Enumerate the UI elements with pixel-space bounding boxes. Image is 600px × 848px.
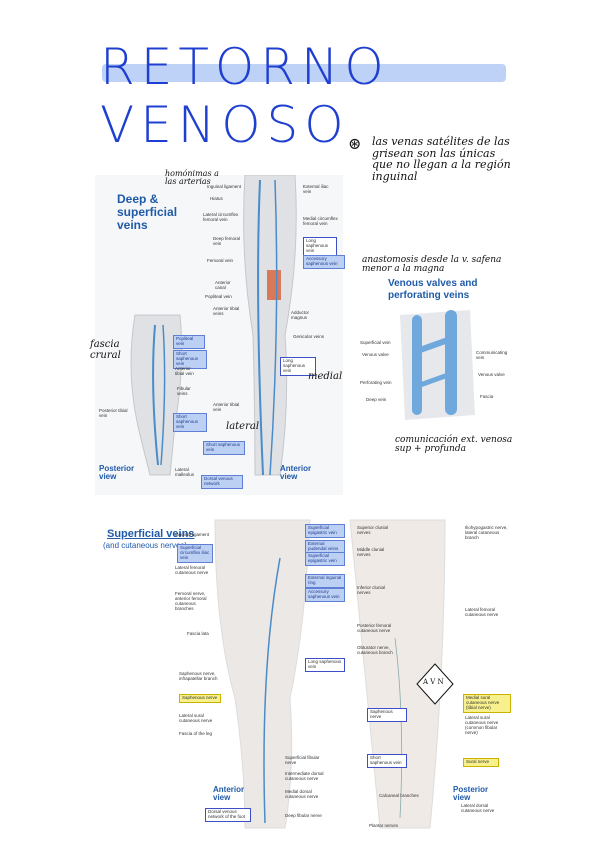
label: Hiatus: [210, 196, 223, 201]
box-short-saphenous: Short saphenous vein: [203, 441, 245, 455]
label: Popliteal vein: [205, 294, 232, 299]
label: Lateral circumflex femoral vein: [203, 212, 239, 222]
label: Medial circumflex femoral vein: [303, 216, 338, 226]
legs-illustration: [130, 175, 297, 476]
box-short-saphenous-post2: Short saphenous vein: [173, 413, 207, 432]
label: Plantar nerves: [369, 823, 399, 828]
label: Superficial circumflex iliac vein: [177, 544, 213, 563]
note-communicating: comunicación ext. venosa sup + profunda: [395, 435, 513, 455]
label: Deep fibular nerve: [285, 813, 322, 818]
label: Superficial fibular nerve: [285, 755, 320, 765]
note-lateral: lateral: [226, 421, 260, 432]
label: Inguinal ligament: [175, 532, 210, 537]
label: Genicular veins: [293, 334, 325, 339]
label: Fibular veins: [177, 386, 191, 396]
label: Fascia of the leg: [179, 731, 213, 736]
box-long-saphenous-2: Long saphenous vein: [280, 357, 316, 376]
note-satellites: las venas satélites de las grisean son l…: [372, 135, 511, 183]
figure3-posterior-view: Posterior view: [453, 785, 489, 803]
label: Femoral vein: [207, 258, 234, 263]
label: Inferior clunial nerves: [357, 585, 386, 595]
label: Anterior tibial vein: [175, 366, 194, 376]
label: Accessory saphenous vein: [305, 588, 345, 602]
label: Dorsal venous network of the foot: [205, 808, 251, 822]
label: Superficial epigastric vein: [305, 524, 345, 538]
note-medial: medial: [308, 371, 343, 382]
valves-figure: Superficial vein Venous valve Perforatin…: [360, 305, 510, 425]
label: External inguinal ring: [305, 574, 345, 588]
label: Lateral femoral cutaneous nerve: [175, 565, 209, 575]
page-title: RETORNO VENOSO: [100, 38, 510, 154]
label: Obturator nerve, cutaneous branch: [357, 645, 393, 655]
label: Lateral sural cutaneous nerve (common fi…: [465, 715, 499, 735]
label: Medial sural cutaneous nerve (tibial ner…: [463, 694, 511, 713]
label: Venous valve: [362, 352, 389, 357]
label: Lateral sural cutaneous nerve: [179, 713, 213, 723]
label: Medial dorsal cutaneous nerve: [285, 789, 319, 799]
note-avn: A V N: [423, 678, 444, 686]
figure3-title: Superficial veins: [107, 528, 195, 540]
label: Inguinal ligament: [207, 184, 242, 189]
note-fascia: fascia crural: [90, 339, 121, 361]
label: Intermediate dorsal cutaneous nerve: [285, 771, 324, 781]
note-homonimas: homónimas a las arterias: [165, 169, 219, 187]
label: Saphenous nerve, infrapatellar branch: [179, 671, 218, 681]
label: Communicating vein: [476, 350, 508, 360]
valves-illustration: [400, 310, 475, 420]
label: Perforating vein: [360, 380, 392, 385]
label: Adductor magnus: [291, 310, 310, 320]
superficial-illustration: [214, 519, 454, 829]
label: Deep vein: [366, 397, 387, 402]
note-asterisk-icon: ⊛: [348, 134, 362, 153]
label: Deep femoral vein: [213, 236, 241, 246]
label: Saphenous nerve: [367, 708, 407, 722]
label: Fascia: [480, 394, 494, 399]
figure1-posterior-view: Posterior view: [99, 464, 135, 482]
box-long-saphenous: Long saphenous vein: [303, 237, 337, 256]
label: Iliohypogastric nerve, lateral cutaneous…: [465, 525, 508, 540]
figure1-anterior-view: Anterior view: [280, 464, 312, 482]
label: Calcaneal branches: [379, 793, 419, 798]
label: Superficial epigastric vein: [305, 552, 345, 566]
label: Saphenous nerve: [179, 694, 221, 703]
note-accessory: anastomosis desde la v. safena menor a l…: [362, 255, 502, 275]
title-text: RETORNO VENOSO: [100, 38, 390, 154]
box-accessory-saphenous: Accessory saphenous vein: [303, 255, 345, 269]
label: Posterior tibial vein: [99, 408, 128, 418]
title-highlight: [102, 64, 506, 82]
label: Anterior tibial veins: [213, 306, 240, 316]
label: Lateral malleolus: [175, 467, 195, 477]
figure3-subtitle: (and cutaneous nerves): [103, 541, 188, 550]
figure1-title: Deep & superficial veins: [117, 192, 178, 233]
label: Anterior tibial vein: [213, 402, 240, 412]
label: Superficial vein: [360, 340, 391, 345]
label: Femoral nerve, anterior femoral cutaneou…: [175, 591, 207, 611]
label: Sural nerve: [463, 758, 499, 767]
label: Short saphenous vein: [367, 754, 407, 768]
label: Superior clunial nerves: [357, 525, 389, 535]
figure3-anterior-view: Anterior view: [213, 785, 245, 803]
label: Anterior canal: [215, 280, 231, 290]
label: Lateral dorsal cutaneous nerve: [461, 803, 495, 813]
box-popliteal: Popliteal vein: [173, 335, 205, 349]
deep-superficial-figure: Deep & superficial veins Posterior view …: [95, 175, 345, 495]
box-short-saphenous-post: Short saphenous vein: [173, 350, 207, 369]
label: External iliac vein: [303, 184, 329, 194]
box-dorsal-venous: Dorsal venous network: [201, 475, 243, 489]
label: Long saphenous vein: [305, 658, 345, 672]
label: Middle clunial nerves: [357, 547, 385, 557]
label: Venous valve: [478, 372, 505, 377]
label: External pudendal veins: [305, 540, 345, 554]
figure2-title: Venous valves and perforating veins: [388, 278, 478, 301]
label: Fascia lata: [187, 631, 209, 636]
superficial-veins-figure: Superficial veins (and cutaneous nerves)…: [95, 518, 511, 836]
label: Lateral femoral cutaneous nerve: [465, 607, 499, 617]
label: Posterior femoral cutaneous nerve: [357, 623, 392, 633]
